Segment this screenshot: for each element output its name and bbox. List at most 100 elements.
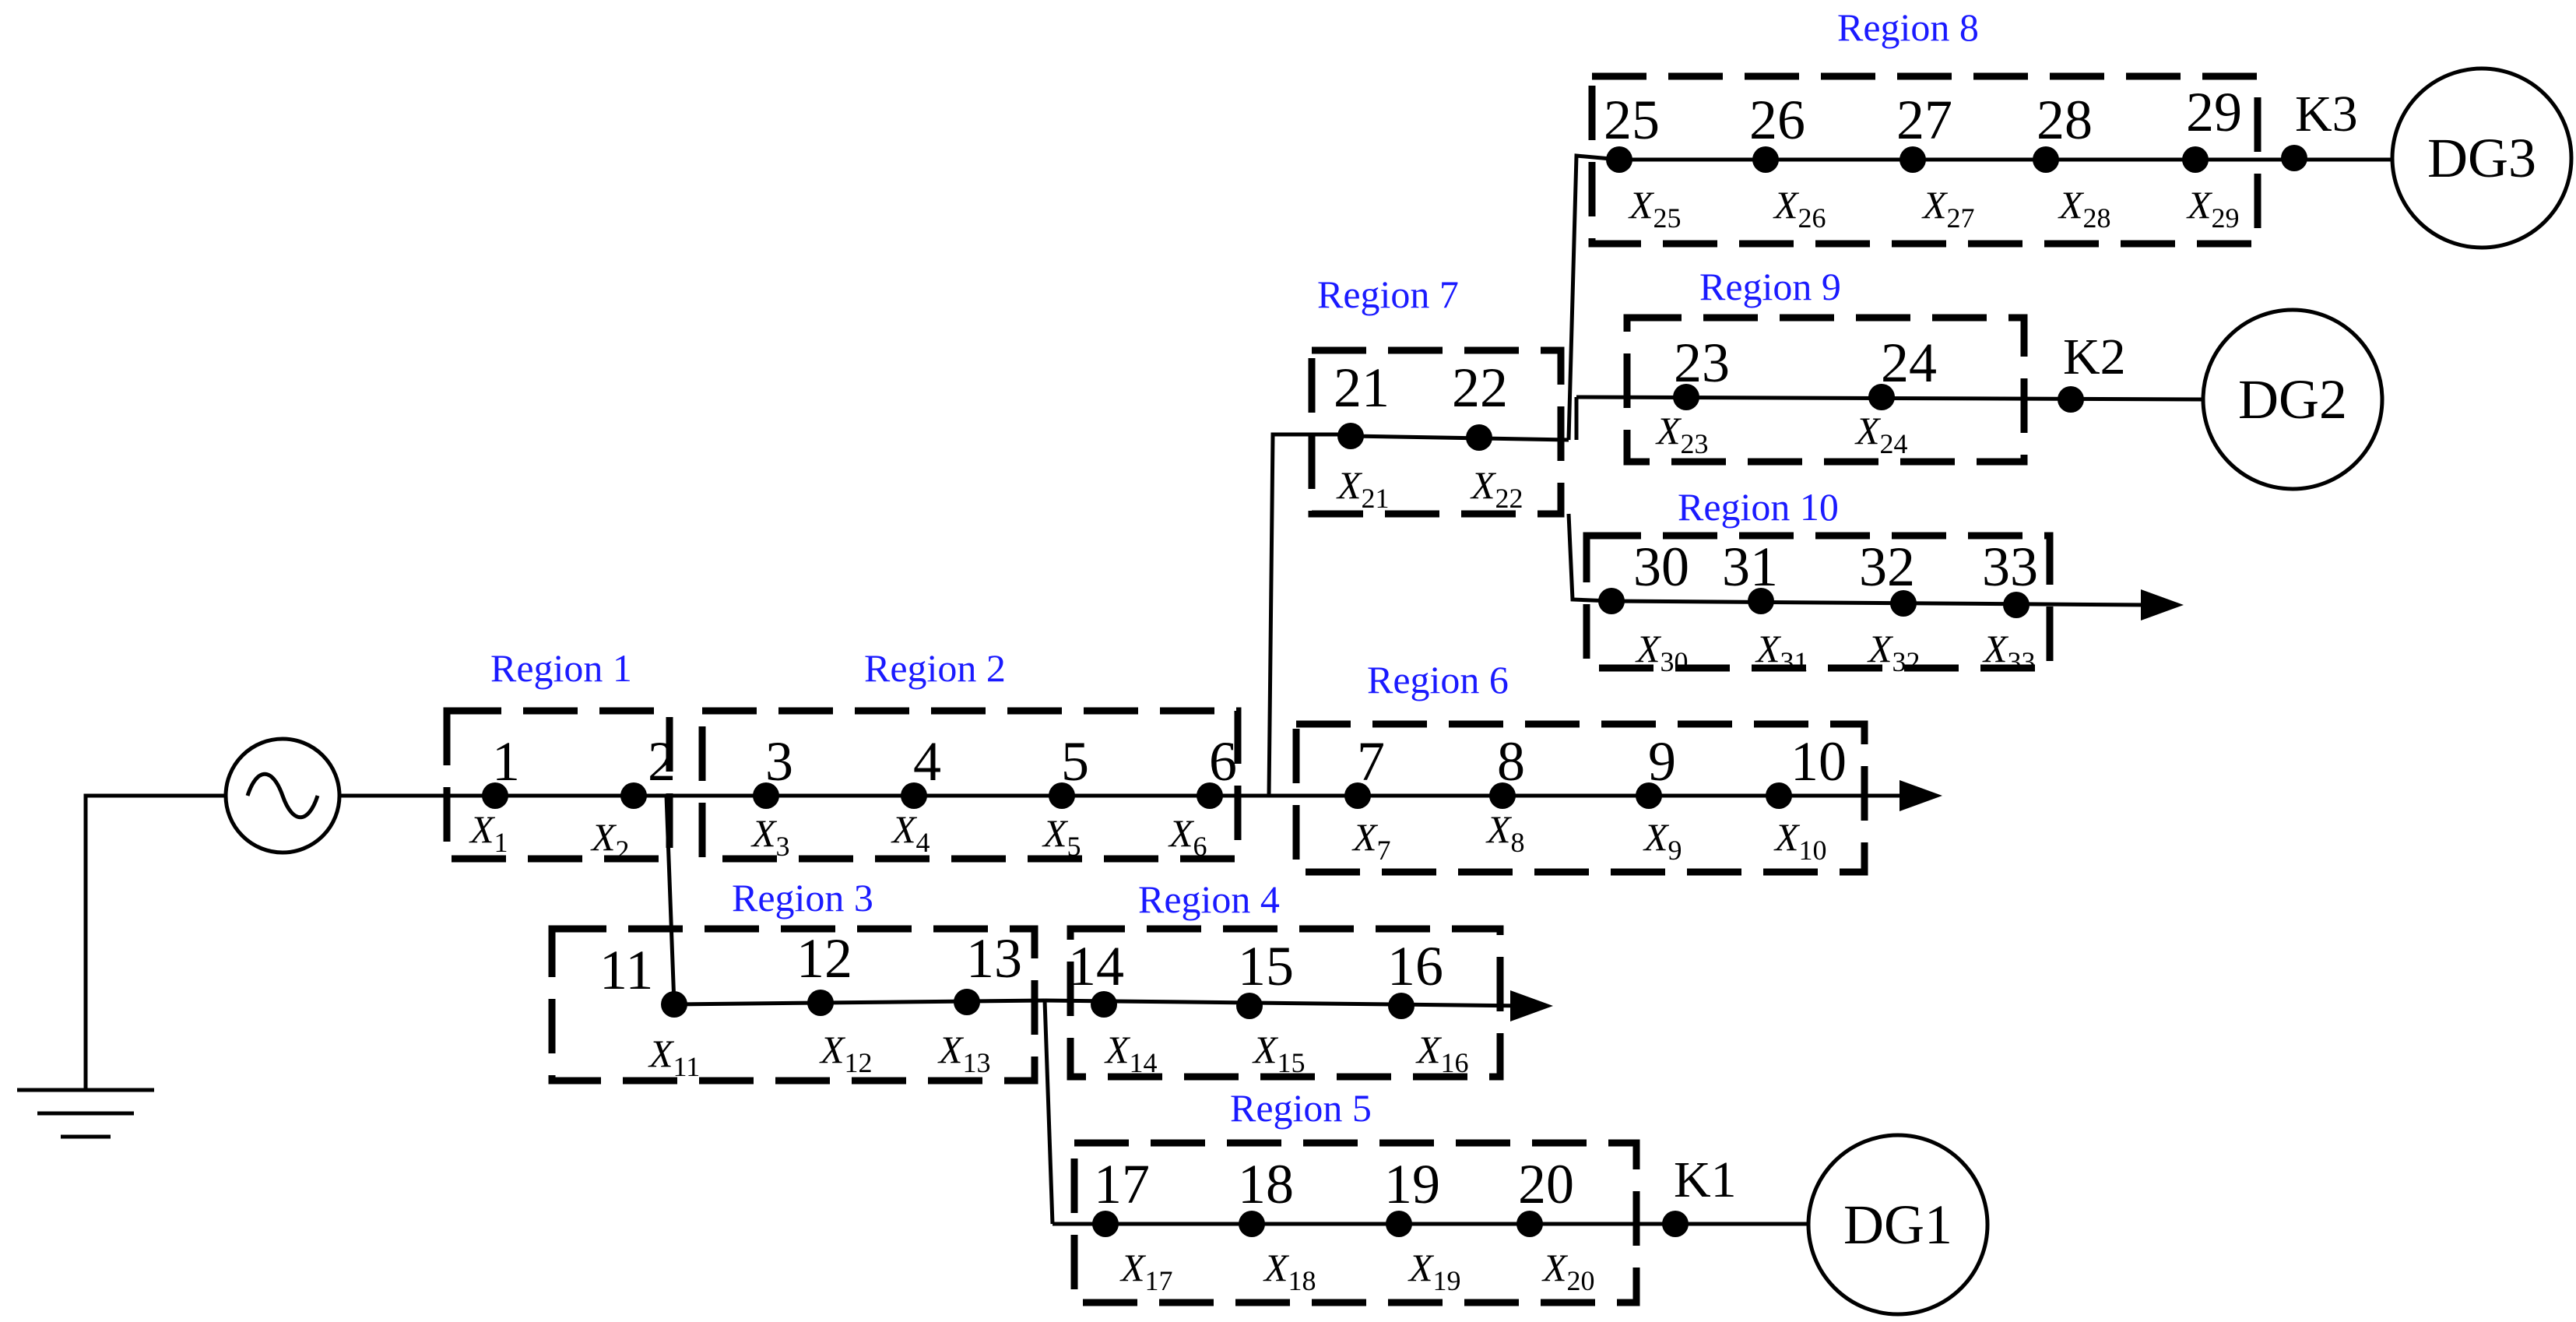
state-variable-subscript: 3 — [776, 831, 790, 862]
region-boxes — [443, 72, 2261, 1306]
bus-node-dot — [1239, 1211, 1265, 1237]
bus-node-number: 23 — [1674, 332, 1730, 394]
state-variable-label: X18 — [1263, 1246, 1316, 1296]
state-variable-label: X11 — [648, 1032, 700, 1082]
state-variable-label: X24 — [1854, 409, 1908, 459]
bus-node-9: 9X9 — [1636, 730, 1682, 866]
state-variable-symbol: X — [1263, 1246, 1290, 1289]
switch-k3-label: K3 — [2295, 86, 2358, 142]
bus-node-number: 32 — [1859, 536, 1915, 598]
bus-node-dot — [1868, 384, 1895, 410]
bus-node-dot — [1049, 782, 1075, 809]
state-variable-symbol: X — [1042, 811, 1069, 855]
feeder-lines — [83, 153, 2391, 1226]
state-variable-symbol: X — [1119, 1246, 1147, 1289]
state-variable-label: X17 — [1119, 1246, 1173, 1296]
state-variable-subscript: 18 — [1288, 1265, 1316, 1296]
state-variable-subscript: 33 — [2008, 646, 2036, 677]
dg3-label: DG3 — [2427, 127, 2536, 189]
region-label-6: Region 6 — [1367, 658, 1509, 701]
state-variable-symbol: X — [819, 1028, 846, 1071]
bus-node-number: 2 — [648, 730, 676, 793]
bus-node-dot — [1489, 782, 1516, 809]
bus-node-number: 33 — [1982, 536, 2038, 598]
bus-node-dot — [1890, 590, 1917, 617]
bus-node-number: 3 — [765, 730, 793, 793]
bus-node-dot — [1752, 146, 1779, 173]
bus-node-number: 8 — [1497, 730, 1525, 793]
region-box-4 — [1067, 925, 1504, 1081]
bus-node-number: 9 — [1648, 730, 1676, 793]
bus-node-dot — [2182, 146, 2209, 173]
switch-k1-label: K1 — [1674, 1151, 1737, 1208]
region-label-4: Region 4 — [1138, 877, 1280, 921]
region-box-5 — [1070, 1139, 1640, 1306]
switch-k2: K2 — [2058, 329, 2126, 413]
bus-nodes: 1X12X23X34X45X56X67X78X89X910X1011X1112X… — [469, 81, 2242, 1296]
region-label-9: Region 9 — [1699, 265, 1841, 308]
bus-node-dot — [753, 782, 779, 809]
region-labels: Region 1 Region 2 Region 3 Region 4 Regi… — [490, 5, 1979, 1130]
bus-node-dot — [2033, 146, 2059, 173]
state-variable-subscript: 7 — [1377, 835, 1391, 866]
bus-node-number: 17 — [1094, 1153, 1150, 1215]
state-variable-subscript: 29 — [2212, 202, 2240, 234]
region-box-9 — [1623, 314, 2028, 466]
bus-node-dot — [1766, 782, 1792, 809]
state-variable-symbol: X — [469, 807, 496, 851]
bus-node-number: 11 — [599, 939, 653, 1001]
bus-node-number: 22 — [1452, 357, 1508, 419]
bus-node-number: 6 — [1209, 730, 1237, 793]
state-variable-label: X30 — [1635, 627, 1689, 677]
ground-icon — [17, 1088, 154, 1139]
state-variable-label: X2 — [590, 815, 630, 866]
bus-node-number: 31 — [1722, 536, 1778, 598]
state-variable-symbol: X — [1252, 1028, 1279, 1071]
state-variable-label: X3 — [750, 811, 790, 862]
state-variable-subscript: 2 — [616, 835, 630, 866]
bus-node-number: 25 — [1604, 89, 1660, 151]
state-variable-subscript: 19 — [1433, 1265, 1461, 1296]
ac-source-icon — [223, 737, 342, 855]
region-label-8: Region 8 — [1837, 5, 1979, 49]
state-variable-label: X23 — [1655, 409, 1709, 459]
region-label-2: Region 2 — [864, 646, 1006, 690]
bus-node-dot — [1092, 1211, 1119, 1237]
bus-node-dot — [1197, 782, 1223, 809]
state-variable-symbol: X — [891, 807, 918, 851]
state-variable-label: X13 — [937, 1028, 991, 1078]
state-variable-subscript: 11 — [673, 1051, 701, 1082]
region-box-2 — [698, 707, 1242, 863]
bus-node-dot — [1598, 588, 1625, 614]
state-variable-symbol: X — [937, 1028, 965, 1071]
bus-node-number: 28 — [2037, 89, 2093, 151]
switch-k3: K3 — [2281, 86, 2358, 171]
bus-node-dot — [1236, 993, 1263, 1019]
bus-node-dot — [1388, 993, 1415, 1019]
state-variable-symbol: X — [750, 811, 778, 855]
state-variable-label: X7 — [1351, 815, 1391, 866]
region-box-6 — [1292, 720, 1868, 876]
bus-node-dot — [1386, 1211, 1412, 1237]
state-variable-subscript: 4 — [916, 827, 930, 858]
dg1-generator: DG1 — [1806, 1133, 1990, 1317]
state-variable-label: X12 — [819, 1028, 873, 1078]
state-variable-subscript: 20 — [1567, 1265, 1595, 1296]
bus-node-number: 13 — [966, 927, 1022, 990]
state-variable-symbol: X — [1628, 183, 1655, 227]
state-variable-label: X33 — [1982, 627, 2036, 677]
state-variable-label: X19 — [1407, 1246, 1461, 1296]
state-variable-symbol: X — [1854, 409, 1882, 452]
bus-node-dot — [1344, 782, 1371, 809]
state-variable-symbol: X — [1104, 1028, 1131, 1071]
